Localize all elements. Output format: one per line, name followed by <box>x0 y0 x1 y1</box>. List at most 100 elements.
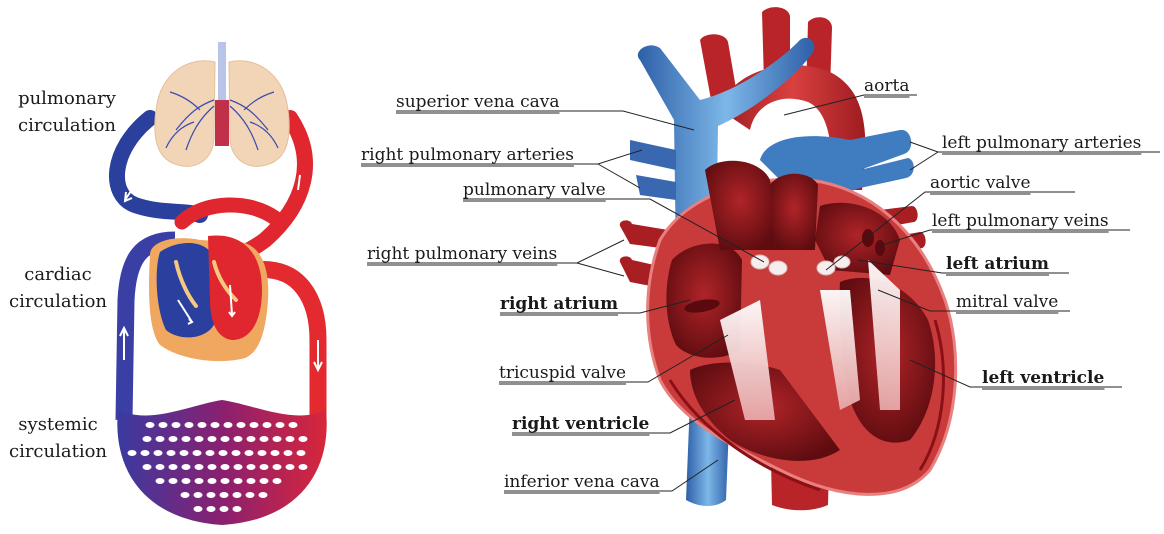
capillary-gap <box>271 450 280 456</box>
capillary-gap <box>172 422 181 428</box>
capillary-gap <box>156 464 165 470</box>
label-left-atrium: left atrium <box>946 254 1049 274</box>
capillary-gap <box>169 478 178 484</box>
capillary-gap <box>219 450 228 456</box>
capillary-gap <box>299 436 308 442</box>
capillary-gap <box>286 436 295 442</box>
capillary-bed <box>117 400 326 525</box>
capillary-gap <box>156 436 165 442</box>
label-right-ventricle: right ventricle <box>512 414 650 434</box>
capillary-gap <box>154 450 163 456</box>
capillary-gap <box>273 436 282 442</box>
capillary-gap <box>208 478 217 484</box>
capillary-gap <box>195 464 204 470</box>
capillary-gap <box>169 464 178 470</box>
label-superior-vena-cava: superior vena cava <box>396 92 560 112</box>
capillary-gap <box>245 450 254 456</box>
label-inferior-vena-cava: inferior vena cava <box>504 472 660 492</box>
label-aorta: aorta <box>864 76 909 96</box>
systemic-caption-line2: circulation <box>9 441 107 462</box>
systemic-caption-line1: systemic <box>18 414 97 435</box>
capillary-gap <box>207 492 216 498</box>
pulmonary-caption-line2: circulation <box>18 115 116 136</box>
capillary-gap <box>169 436 178 442</box>
right-pulmonary-arteries-vessel-2 <box>636 175 676 200</box>
capillary-gap <box>232 450 241 456</box>
capillary-gap <box>220 492 229 498</box>
capillary-gap <box>297 450 306 456</box>
capillary-gap <box>128 450 137 456</box>
label-aortic-valve: aortic valve <box>930 173 1031 193</box>
capillary-gap <box>234 464 243 470</box>
circulation-diagram: pulmonary circulation cardiac circulatio… <box>9 42 327 525</box>
label-right-pulmonary-arteries: right pulmonary arteries <box>361 145 574 165</box>
capillary-gap <box>237 422 246 428</box>
capillary-gap <box>284 450 293 456</box>
capillary-gap <box>286 464 295 470</box>
capillary-gap <box>263 422 272 428</box>
capillary-gap <box>207 506 216 512</box>
pulmonary-caption-line1: pulmonary <box>18 88 117 109</box>
capillary-gap <box>299 464 308 470</box>
label-pulmonary-valve: pulmonary valve <box>463 180 606 200</box>
label-right-atrium: right atrium <box>500 294 618 314</box>
label-left-pulmonary-arteries: left pulmonary arteries <box>942 133 1141 153</box>
label-left-ventricle: left ventricle <box>982 368 1104 388</box>
aortic-root-chamber <box>770 174 818 250</box>
capillary-gap <box>143 436 152 442</box>
right-pulmonary-arteries-vessel <box>630 140 676 170</box>
capillary-gap <box>258 450 267 456</box>
capillary-gap <box>276 422 285 428</box>
capillary-gap <box>250 422 259 428</box>
capillary-gap <box>182 478 191 484</box>
capillary-gap <box>167 450 176 456</box>
capillary-gap <box>208 436 217 442</box>
capillary-gap <box>159 422 168 428</box>
capillary-gap <box>185 422 194 428</box>
capillary-gap <box>181 492 190 498</box>
capillary-gap <box>193 450 202 456</box>
cardiac-caption-line2: circulation <box>9 291 107 312</box>
label-left-pulmonary-veins: left pulmonary veins <box>932 211 1109 231</box>
capillary-gap <box>260 464 269 470</box>
capillary-gap <box>211 422 220 428</box>
capillary-gap <box>289 422 298 428</box>
capillary-gap <box>273 478 282 484</box>
capillary-gap <box>247 478 256 484</box>
capillary-gap <box>194 506 203 512</box>
capillary-gap <box>233 506 242 512</box>
capillary-gap <box>233 492 242 498</box>
label-mitral-valve: mitral valve <box>956 292 1058 312</box>
capillary-gap <box>247 464 256 470</box>
label-right-pulmonary-veins: right pulmonary veins <box>367 244 557 264</box>
capillary-gap <box>221 464 230 470</box>
capillary-gap <box>194 492 203 498</box>
capillary-gap <box>259 492 268 498</box>
pulmonary-vein-openings <box>862 229 874 247</box>
capillary-gap <box>221 478 230 484</box>
capillary-gap <box>273 464 282 470</box>
cardiac-caption-line1: cardiac <box>24 264 92 285</box>
lungs <box>155 42 289 166</box>
capillary-gap <box>206 450 215 456</box>
capillary-gap <box>198 422 207 428</box>
capillary-gap <box>182 436 191 442</box>
capillary-gap <box>234 478 243 484</box>
capillary-gap <box>224 422 233 428</box>
label-tricuspid-valve: tricuspid valve <box>499 363 626 383</box>
capillary-gap <box>182 464 191 470</box>
capillary-gap <box>143 464 152 470</box>
capillary-gap <box>180 450 189 456</box>
capillary-gap <box>195 436 204 442</box>
capillary-gap <box>260 478 269 484</box>
capillary-gap <box>146 422 155 428</box>
capillary-gap <box>220 506 229 512</box>
capillary-gap <box>208 464 217 470</box>
capillary-gap <box>247 436 256 442</box>
capillary-gap <box>221 436 230 442</box>
crossing-vessel <box>182 205 275 222</box>
capillary-gap <box>141 450 150 456</box>
capillary-gap <box>195 478 204 484</box>
capillary-gap <box>260 436 269 442</box>
